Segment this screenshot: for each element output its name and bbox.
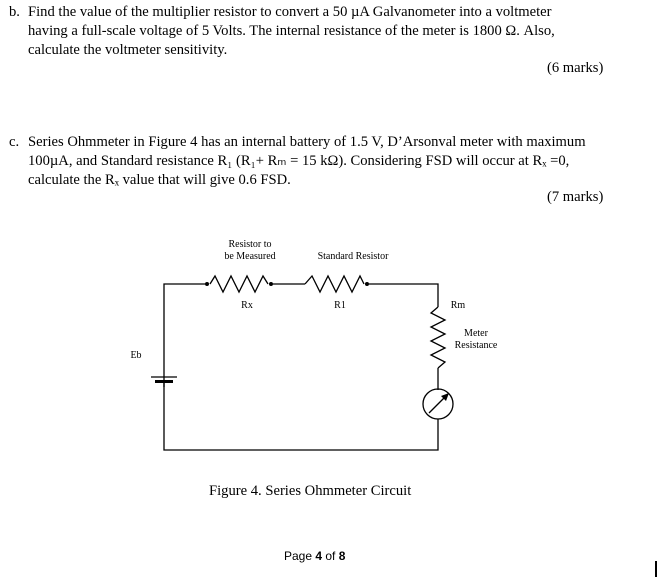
question-c-marks: (7 marks) — [547, 189, 604, 205]
label-eb: Eb — [130, 350, 142, 361]
r1-resistor — [304, 274, 365, 294]
wire-left — [163, 283, 205, 387]
label-meter-resistance: Meter Resistance — [450, 328, 502, 352]
wire-right-top — [369, 283, 439, 307]
node-dot-1 — [205, 282, 209, 286]
rx-resistor — [209, 274, 269, 294]
node-dot-3 — [365, 282, 369, 286]
question-b-marks: (6 marks) — [547, 60, 604, 76]
label-resistor-measured: Resistor to be Measured — [210, 239, 290, 263]
wire-bottom — [163, 382, 439, 451]
label-rm: Rm — [450, 300, 466, 311]
meter-arrowhead — [441, 393, 449, 401]
question-c-label: c. — [9, 134, 20, 150]
page-footer: Page 4 of 8 — [284, 549, 345, 563]
question-b-line2: having a full-scale voltage of 5 Volts. … — [28, 23, 555, 39]
question-b-line1: Find the value of the multiplier resisto… — [28, 4, 552, 20]
label-standard-resistor: Standard Resistor — [317, 251, 389, 262]
label-meter-resistance-line1: Meter — [464, 328, 488, 339]
meter-needle — [428, 395, 447, 414]
page-of: of — [322, 549, 339, 563]
page-number: 4 — [315, 549, 323, 563]
page-total: 8 — [338, 549, 346, 563]
rm-resistor — [429, 306, 447, 369]
question-c-line3: calculate the Rₓ value that will give 0.… — [28, 172, 291, 188]
question-c-line2: 100µA, and Standard resistance R₁ (R₁+ R… — [28, 153, 570, 169]
label-resistor-measured-line1: Resistor to — [228, 239, 272, 250]
question-b-line3: calculate the voltmeter sensitivity. — [28, 42, 228, 58]
battery-short-plate — [155, 380, 173, 383]
question-b-label: b. — [9, 4, 20, 20]
label-r1: R1 — [334, 300, 346, 311]
node-dot-2 — [269, 282, 273, 286]
label-meter-resistance-line2: Resistance — [454, 340, 498, 351]
text-cursor — [655, 561, 657, 577]
label-rx: Rx — [241, 300, 253, 311]
figure-caption: Figure 4. Series Ohmmeter Circuit — [209, 483, 412, 499]
question-c-line1: Series Ohmmeter in Figure 4 has an inter… — [28, 134, 586, 150]
label-resistor-measured-line2: be Measured — [224, 251, 276, 262]
page-prefix: Page — [284, 549, 316, 563]
